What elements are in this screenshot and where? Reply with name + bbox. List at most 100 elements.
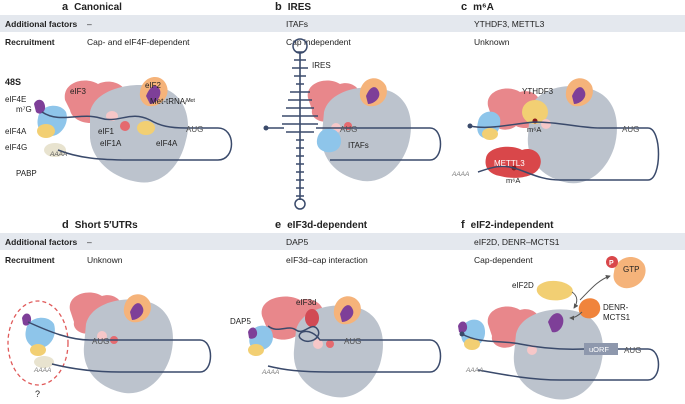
eif1a-e xyxy=(326,340,334,348)
label-question: ? xyxy=(35,389,40,399)
label-polya-e: AAAA xyxy=(261,369,279,376)
eif1-f xyxy=(527,345,537,355)
label-polya-c: AAAA xyxy=(451,171,469,178)
label-polya-d: AAAA xyxy=(33,367,51,374)
diagram-c-m6a xyxy=(467,78,660,184)
label-mcts1: MCTS1 xyxy=(603,313,631,322)
label-eif4a-right: eIF4A xyxy=(156,139,178,148)
mrna-5prime-c xyxy=(467,123,473,129)
eif4a-right-protein xyxy=(137,121,155,135)
label-gtp: GTP xyxy=(623,265,639,274)
label-aug-b: AUG xyxy=(340,125,357,134)
eif1-d xyxy=(97,331,107,341)
ires-structure xyxy=(282,51,318,200)
met-trna-d xyxy=(130,303,144,320)
bottom-factors-row: Additional factors – DAP5 eIF2D, DENR–MC… xyxy=(0,233,685,250)
eif4a-left-protein xyxy=(37,124,55,138)
label-aug-c: AUG xyxy=(622,125,639,134)
small-ribosome-subunit-c xyxy=(527,86,617,184)
phosphate-icon xyxy=(606,256,618,268)
label-eif2: eIF2 xyxy=(145,81,162,90)
mrna-strand-d xyxy=(27,321,212,373)
label-pabp: PABP xyxy=(16,169,37,178)
label-mettl3: METTL3 xyxy=(494,159,525,168)
eif4a-d xyxy=(30,344,46,356)
arrow-eif2d xyxy=(571,291,579,309)
mettl3-protein xyxy=(485,146,541,178)
met-trna-c xyxy=(572,87,586,104)
dashed-highlight-circle xyxy=(7,300,69,386)
label-eif1a: eIF1A xyxy=(100,139,122,148)
label-aug-a: AUG xyxy=(186,125,203,134)
diagram-a-canonical xyxy=(34,77,233,183)
arrow-eif2-release xyxy=(579,274,611,301)
diagram-d-short-utr xyxy=(7,292,212,394)
label-ythdf3: YTHDF3 xyxy=(522,87,554,96)
mrna-strand-b xyxy=(268,127,442,161)
pabp-protein xyxy=(44,143,66,157)
label-dap5: DAP5 xyxy=(230,317,251,326)
label-m7g: m⁷G xyxy=(16,105,32,114)
mrna-5prime-b xyxy=(263,125,269,131)
label-met-trna: Met-tRNAᵢᴹᵉᵗ xyxy=(150,97,195,106)
eif2d-protein xyxy=(536,280,573,301)
eif4g-d xyxy=(25,317,55,349)
diagram-e-eif3d xyxy=(248,296,442,398)
uorf-box xyxy=(584,343,618,355)
met-trna-e xyxy=(340,305,354,322)
initiator-trna-f xyxy=(548,313,564,333)
label-eif2d: eIF2D xyxy=(512,281,534,290)
label-m6a-bottom: m⁶A xyxy=(506,176,520,185)
small-ribosome-subunit-f xyxy=(513,309,603,400)
itafs-protein xyxy=(316,128,342,153)
label-aug-d: AUG xyxy=(92,337,109,346)
eif1a-protein xyxy=(120,121,130,131)
label-48s: 48S xyxy=(5,77,21,87)
label-aug-e: AUG xyxy=(344,337,361,346)
label-denr: DENR- xyxy=(603,303,629,312)
mrna-5prime-f xyxy=(459,331,465,337)
label-m6a-top: m⁶A xyxy=(527,125,541,134)
top-factors-row: Additional factors – ITAFs YTHDF3, METTL… xyxy=(0,15,685,32)
ires-loop-bottom xyxy=(294,198,306,210)
pabp-d xyxy=(34,356,54,368)
label-phosphate: P xyxy=(609,260,614,267)
label-eif4e: eIF4E xyxy=(5,95,26,104)
eif4g-e xyxy=(248,327,258,339)
bottom-recruitment-row: Recruitment Unknown eIF3d–cap interactio… xyxy=(5,255,533,265)
mrna-strand-f xyxy=(461,333,660,381)
small-ribosome-subunit-b xyxy=(321,87,411,182)
label-ires: IRES xyxy=(312,61,331,70)
eif1-e xyxy=(313,339,323,349)
ythdf3-protein xyxy=(522,100,548,124)
met-trna-b xyxy=(366,87,380,104)
label-polya-a: AAAA xyxy=(49,151,67,158)
label-eif4a-left: eIF4A xyxy=(5,127,27,136)
label-eif3d: eIF3d xyxy=(296,298,316,307)
eif3d-subunit xyxy=(305,309,319,327)
small-ribosome-subunit xyxy=(90,85,189,183)
label-itafs: ITAFs xyxy=(348,141,369,150)
label-polya-f: AAAA xyxy=(465,367,483,374)
eif4a-e xyxy=(248,344,264,356)
eif4a-c xyxy=(482,128,498,140)
label-eif4g: eIF4G xyxy=(5,143,27,152)
eif4e-f xyxy=(458,321,468,333)
top-recruitment-row: Recruitment Cap- and eIF4F-dependent Cap… xyxy=(5,37,510,47)
eif1-c xyxy=(541,119,551,129)
arrow-denr xyxy=(569,311,583,321)
eif4e-protein xyxy=(34,99,46,114)
diagram-b-ires xyxy=(263,38,442,210)
mrna-strand-c xyxy=(469,121,660,181)
denr-mcts1-protein xyxy=(578,298,601,319)
diagram-f-eif2-independent xyxy=(458,256,660,400)
label-aug-f: AUG xyxy=(624,346,641,355)
label-eif1: eIF1 xyxy=(98,127,115,136)
label-uorf: uORF xyxy=(589,345,609,354)
mrna-strand-e xyxy=(267,325,442,373)
